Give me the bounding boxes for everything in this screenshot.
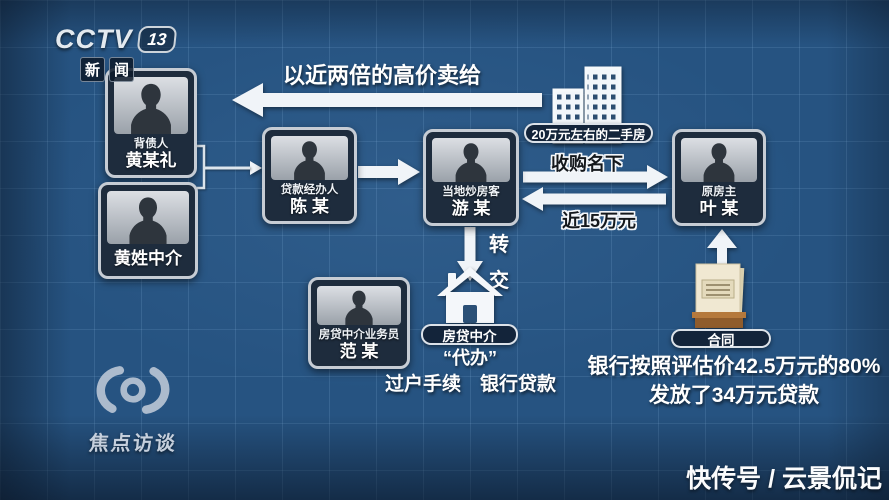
person-name: 叶 某 [699, 199, 739, 218]
person-name: 游 某 [451, 199, 491, 218]
person-photo [681, 138, 757, 182]
program-name: 焦点访谈 [87, 433, 178, 455]
bank-loan-line2: 发放了34万元贷款 [648, 384, 820, 407]
person-name: 范 某 [339, 342, 379, 361]
person-photo [114, 77, 188, 134]
person-role: 贷款经办人 [280, 184, 339, 196]
mortgage-broker-badge: 房贷中介 [421, 324, 518, 345]
cctv-wordmark: CCTV [55, 24, 133, 54]
house-door [463, 305, 477, 323]
person-name: 黄姓中介 [114, 249, 182, 268]
subtitle-tile: 新 [80, 57, 105, 82]
person-card-original-owner: 原房主 叶 某 [672, 129, 766, 226]
person-role: 原房主 [701, 186, 737, 198]
person-photo [317, 286, 401, 325]
bank-loan-note: 银行按照评估价42.5万元的80% 发放了34万元贷款 [578, 352, 889, 410]
person-silhouette-icon [107, 191, 189, 244]
acquire-label: 收购名下 [551, 154, 623, 174]
person-name: 陈 某 [290, 197, 329, 216]
act-on-behalf-label: “代办” [443, 348, 497, 368]
secondhand-house-badge: 20万元左右的二手房 [524, 123, 653, 143]
person-silhouette-icon [317, 286, 401, 325]
program-swirl-icon [96, 366, 170, 414]
channel-number-badge: 13 [136, 26, 177, 53]
sell-high-label: 以近两倍的高价卖给 [283, 63, 482, 88]
program-logo: 焦点访谈 [78, 360, 188, 456]
person-card-speculator: 当地炒房客 游 某 [423, 129, 519, 226]
person-name: 黄某礼 [125, 151, 177, 170]
person-card-huang-agent: 黄姓中介 [98, 182, 198, 279]
person-silhouette-icon [681, 138, 757, 182]
cctv-logo: CCTV 13 新 闻 [55, 24, 177, 82]
person-card-mortgage-agent: 房贷中介业务员 范 某 [308, 277, 410, 369]
person-role: 背债人 [133, 138, 169, 150]
person-role: 房贷中介业务员 [318, 329, 400, 341]
person-card-loan-officer: 贷款经办人 陈 某 [262, 127, 357, 224]
payment-label: 近15万元 [562, 211, 637, 231]
subtitle-tile: 闻 [109, 57, 134, 82]
person-silhouette-icon [114, 77, 188, 134]
person-photo [107, 191, 189, 244]
person-card-debtor: 背债人 黄某礼 [105, 68, 197, 178]
services-label: 过户手续 银行贷款 [384, 374, 556, 395]
bank-loan-line1: 银行按照评估价42.5万元的80% [587, 355, 881, 378]
watermark: 快传号 / 云景侃记 [686, 465, 882, 493]
person-silhouette-icon [432, 138, 510, 182]
contract-badge: 合同 [671, 329, 771, 348]
contract-icon [692, 263, 746, 328]
person-photo [432, 138, 510, 182]
person-photo [271, 136, 348, 180]
person-silhouette-icon [271, 136, 348, 180]
house-icon [437, 267, 503, 323]
person-role: 当地炒房客 [442, 186, 500, 198]
cctv-subtitle: 新 闻 [80, 57, 176, 82]
